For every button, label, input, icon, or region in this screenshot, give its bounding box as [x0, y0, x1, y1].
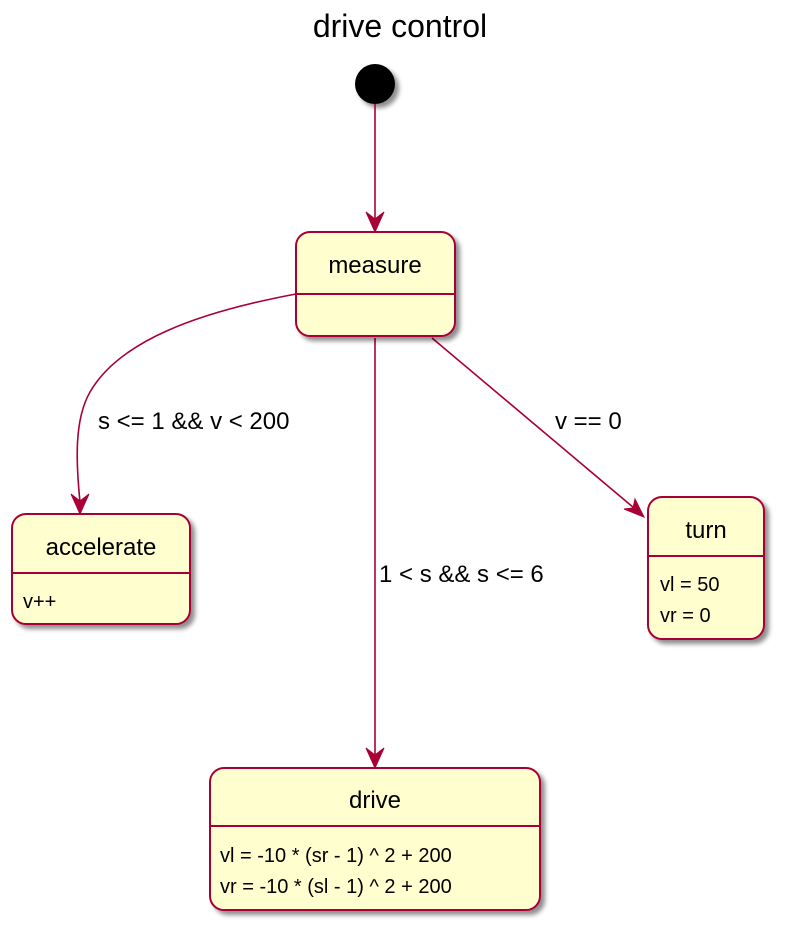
state-accelerate: accelerate v++ — [11, 513, 191, 625]
state-accelerate-name: accelerate — [46, 534, 157, 561]
state-turn-line: vr = 0 — [660, 605, 711, 627]
arrowhead-turn — [623, 497, 646, 518]
label-measure-to-turn: v == 0 — [555, 408, 622, 435]
label-measure-to-drive: 1 < s && s <= 6 — [379, 561, 544, 588]
state-drive-name: drive — [349, 787, 401, 814]
state-drive-line: vr = -10 * (sl - 1) ^ 2 + 200 — [220, 876, 452, 898]
label-measure-to-accelerate: s <= 1 && v < 200 — [98, 408, 289, 435]
state-drive: drive vl = -10 * (sr - 1) ^ 2 + 200 vr =… — [209, 767, 541, 911]
state-measure-box — [295, 231, 456, 337]
state-accelerate-box — [11, 513, 191, 625]
initial-state-dot — [355, 64, 395, 104]
edge-measure-to-turn — [431, 337, 635, 509]
state-drive-line: vl = -10 * (sr - 1) ^ 2 + 200 — [220, 845, 452, 867]
diagram-title: drive control — [313, 8, 487, 44]
state-turn-line: vl = 50 — [660, 574, 719, 596]
edge-measure-to-accelerate — [76, 293, 297, 503]
state-turn: turn vl = 50 vr = 0 — [647, 496, 765, 640]
arrowhead-measure — [365, 211, 385, 234]
arrowhead-accelerate — [70, 493, 90, 516]
state-drive-box — [209, 767, 541, 911]
state-turn-box — [647, 496, 765, 640]
state-measure-name: measure — [328, 252, 421, 279]
state-measure: measure — [295, 231, 456, 337]
state-accelerate-line: v++ — [23, 591, 56, 613]
state-turn-name: turn — [685, 517, 726, 544]
arrowhead-drive — [365, 747, 385, 770]
